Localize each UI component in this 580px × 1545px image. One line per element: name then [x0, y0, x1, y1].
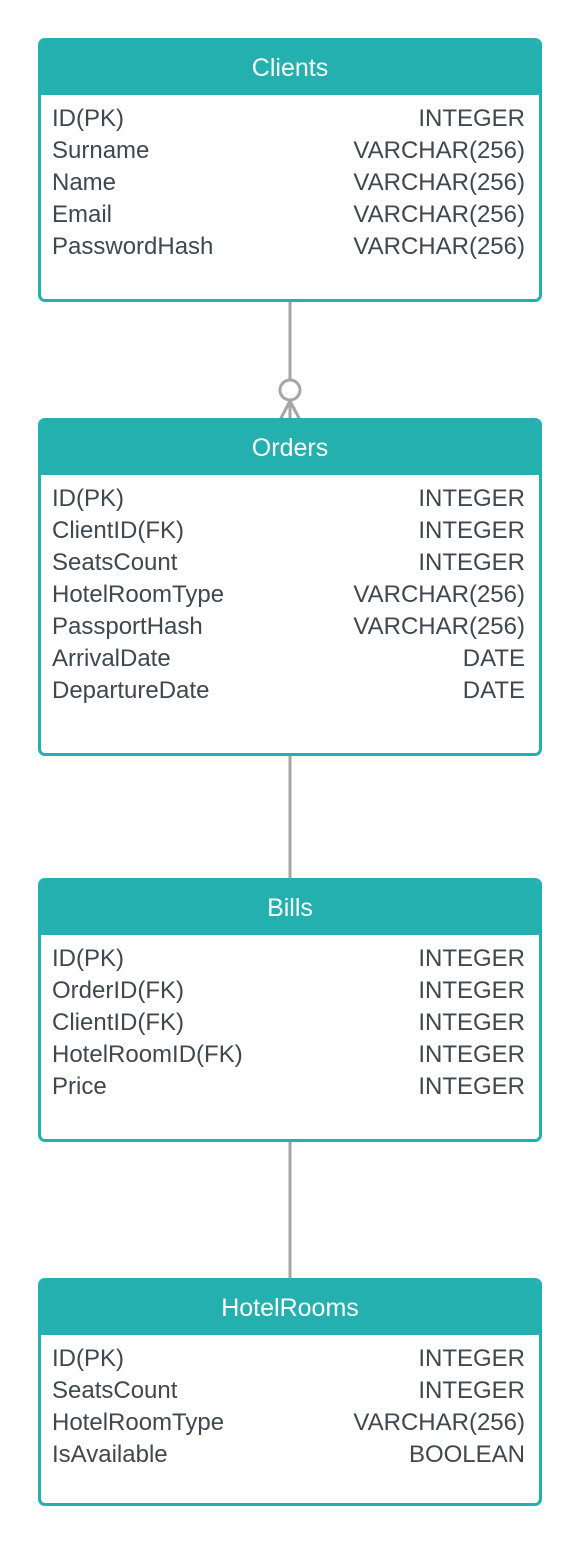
entity-title: HotelRooms	[41, 1281, 539, 1335]
entity-bills[interactable]: Bills ID(PK) INTEGER OrderID(FK) INTEGER…	[38, 878, 542, 1142]
entity-title: Bills	[41, 881, 539, 935]
field-type: VARCHAR(256)	[353, 137, 525, 164]
field-list: ID(PK) INTEGER ClientID(FK) INTEGER Seat…	[41, 475, 539, 707]
field-name: ClientID(FK)	[52, 1009, 185, 1036]
field-name: ArrivalDate	[52, 645, 171, 672]
field-row[interactable]: HotelRoomType VARCHAR(256)	[52, 579, 525, 611]
field-type: VARCHAR(256)	[353, 233, 525, 260]
field-type: INTEGER	[418, 549, 525, 576]
relationship-clients-orders[interactable]	[278, 300, 302, 421]
field-type: VARCHAR(256)	[353, 581, 525, 608]
field-type: INTEGER	[418, 1009, 525, 1036]
field-row[interactable]: ID(PK) INTEGER	[52, 103, 525, 135]
field-name: SeatsCount	[52, 1377, 178, 1404]
field-list: ID(PK) INTEGER Surname VARCHAR(256) Name…	[41, 95, 539, 263]
field-row[interactable]: DepartureDate DATE	[52, 675, 525, 707]
field-row[interactable]: Price INTEGER	[52, 1071, 525, 1103]
field-row[interactable]: IsAvailable BOOLEAN	[52, 1439, 525, 1471]
field-row[interactable]: ArrivalDate DATE	[52, 643, 525, 675]
field-type: INTEGER	[418, 485, 525, 512]
entity-hotelrooms[interactable]: HotelRooms ID(PK) INTEGER SeatsCount INT…	[38, 1278, 542, 1506]
field-name: Name	[52, 169, 117, 196]
field-row[interactable]: ID(PK) INTEGER	[52, 943, 525, 975]
field-name: Price	[52, 1073, 107, 1100]
field-row[interactable]: OrderID(FK) INTEGER	[52, 975, 525, 1007]
entity-title: Orders	[41, 421, 539, 475]
field-name: ID(PK)	[52, 105, 124, 132]
field-row[interactable]: PasswordHash VARCHAR(256)	[52, 231, 525, 263]
field-name: HotelRoomType	[52, 581, 225, 608]
field-type: VARCHAR(256)	[353, 201, 525, 228]
field-name: ID(PK)	[52, 945, 124, 972]
field-row[interactable]: PassportHash VARCHAR(256)	[52, 611, 525, 643]
field-name: DepartureDate	[52, 677, 210, 704]
entity-orders[interactable]: Orders ID(PK) INTEGER ClientID(FK) INTEG…	[38, 418, 542, 756]
crows-foot-right-prong	[288, 400, 302, 421]
field-row[interactable]: Name VARCHAR(256)	[52, 167, 525, 199]
entity-clients[interactable]: Clients ID(PK) INTEGER Surname VARCHAR(2…	[38, 38, 542, 302]
field-name: IsAvailable	[52, 1441, 168, 1468]
field-row[interactable]: SeatsCount INTEGER	[52, 1375, 525, 1407]
field-type: INTEGER	[418, 105, 525, 132]
field-type: BOOLEAN	[408, 1441, 525, 1468]
field-row[interactable]: HotelRoomType VARCHAR(256)	[52, 1407, 525, 1439]
field-list: ID(PK) INTEGER OrderID(FK) INTEGER Clien…	[41, 935, 539, 1103]
field-type: DATE	[462, 645, 525, 672]
field-name: Surname	[52, 137, 150, 164]
field-name: HotelRoomID(FK)	[52, 1041, 243, 1068]
field-name: PasswordHash	[52, 233, 214, 260]
field-type: INTEGER	[418, 945, 525, 972]
field-list: ID(PK) INTEGER SeatsCount INTEGER HotelR…	[41, 1335, 539, 1471]
field-row[interactable]: Email VARCHAR(256)	[52, 199, 525, 231]
field-type: INTEGER	[418, 1345, 525, 1372]
field-type: INTEGER	[418, 977, 525, 1004]
zero-optionality-circle	[278, 378, 302, 402]
field-type: INTEGER	[418, 1377, 525, 1404]
field-row[interactable]: ID(PK) INTEGER	[52, 483, 525, 515]
field-name: SeatsCount	[52, 549, 178, 576]
field-type: VARCHAR(256)	[353, 613, 525, 640]
field-row[interactable]: Surname VARCHAR(256)	[52, 135, 525, 167]
field-row[interactable]: HotelRoomID(FK) INTEGER	[52, 1039, 525, 1071]
field-type: INTEGER	[418, 1073, 525, 1100]
field-name: HotelRoomType	[52, 1409, 225, 1436]
field-row[interactable]: ClientID(FK) INTEGER	[52, 1007, 525, 1039]
field-row[interactable]: ClientID(FK) INTEGER	[52, 515, 525, 547]
field-type: INTEGER	[418, 1041, 525, 1068]
field-row[interactable]: SeatsCount INTEGER	[52, 547, 525, 579]
field-name: Email	[52, 201, 113, 228]
field-name: OrderID(FK)	[52, 977, 184, 1004]
field-name: PassportHash	[52, 613, 203, 640]
field-name: ClientID(FK)	[52, 517, 185, 544]
field-name: ID(PK)	[52, 485, 124, 512]
field-row[interactable]: ID(PK) INTEGER	[52, 1343, 525, 1375]
field-type: INTEGER	[418, 517, 525, 544]
field-type: VARCHAR(256)	[353, 1409, 525, 1436]
field-name: ID(PK)	[52, 1345, 124, 1372]
field-type: VARCHAR(256)	[353, 169, 525, 196]
crows-foot-left-prong	[278, 400, 292, 421]
entity-title: Clients	[41, 41, 539, 95]
field-type: DATE	[462, 677, 525, 704]
